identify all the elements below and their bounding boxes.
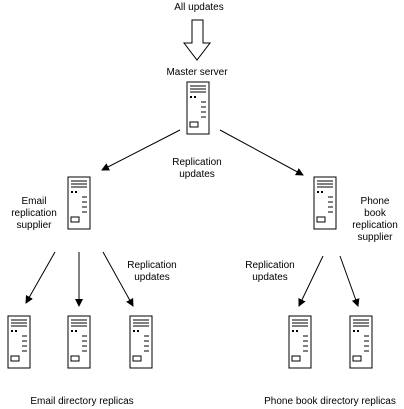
replication-updates-label-left: Replication updates <box>127 260 177 283</box>
phone-replicas-label: Phone book directory replicas <box>264 396 396 407</box>
server-tower-icon <box>67 315 91 369</box>
server-tower-icon <box>313 176 337 230</box>
server-tower-icon <box>186 81 210 135</box>
server-tower-icon <box>67 176 91 230</box>
edge-master-to-phone-supplier <box>219 129 304 176</box>
server-tower-icon <box>349 315 373 369</box>
edge-master-to-email-supplier <box>101 129 181 171</box>
server-tower-icon <box>288 315 312 369</box>
edge-email-supplier-to-replica-1 <box>25 251 56 304</box>
all-updates-label: All updates <box>174 2 224 13</box>
replication-updates-label-right: Replication updates <box>245 260 295 283</box>
server-tower-icon <box>7 315 31 369</box>
edge-phone-supplier-to-replica-2 <box>339 255 360 307</box>
server-tower-icon <box>129 315 153 369</box>
master-server-label: Master server <box>166 67 228 78</box>
replication-updates-label-top: Replication updates <box>172 157 222 180</box>
down-arrow-icon <box>182 19 212 61</box>
email-supplier-label: Email replication supplier <box>11 196 57 231</box>
edge-email-supplier-to-replica-3 <box>102 251 134 307</box>
edge-phone-supplier-to-replica-1 <box>298 255 324 307</box>
phone-supplier-label: Phone book replication supplier <box>352 196 398 243</box>
email-replicas-label: Email directory replicas <box>30 396 134 407</box>
